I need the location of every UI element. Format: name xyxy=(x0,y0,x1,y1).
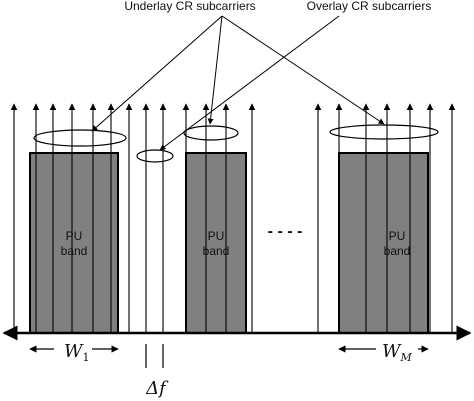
pu-band-2-label-line2: band xyxy=(203,244,230,258)
subcarrier-arrows xyxy=(10,103,456,333)
underlay-ellipse-2 xyxy=(183,125,239,141)
underlay-ellipse-m xyxy=(329,124,439,140)
wm-label: WM xyxy=(382,341,413,364)
pu-band-1-label-line2: band xyxy=(61,244,88,258)
delta-f-label: Δf xyxy=(145,378,169,399)
underlay-ellipse-1 xyxy=(33,129,127,147)
w1-label: W1 xyxy=(64,341,90,364)
pu-band-m xyxy=(338,152,429,334)
overlay-ellipse xyxy=(136,149,174,163)
pointer-underlay-2 xyxy=(207,15,223,125)
pointer-underlay-1 xyxy=(91,15,223,132)
pu-band-1 xyxy=(29,152,119,334)
pu-band-2 xyxy=(185,152,247,334)
pu-band-2-label-line1: PU xyxy=(208,229,225,243)
pu-band-m-label-line1: PU xyxy=(389,229,406,243)
pu-band-m-label-line2: band xyxy=(384,244,411,258)
pointer-underlay-m xyxy=(221,15,385,125)
overlay-label: Overlay CR subcarriers xyxy=(307,0,432,13)
pointer-overlay xyxy=(159,15,340,151)
underlay-label: Underlay CR subcarriers xyxy=(124,0,255,13)
ellipsis-dashes: - - - - xyxy=(268,223,303,240)
pu-band-1-label-line1: PU xyxy=(66,229,83,243)
